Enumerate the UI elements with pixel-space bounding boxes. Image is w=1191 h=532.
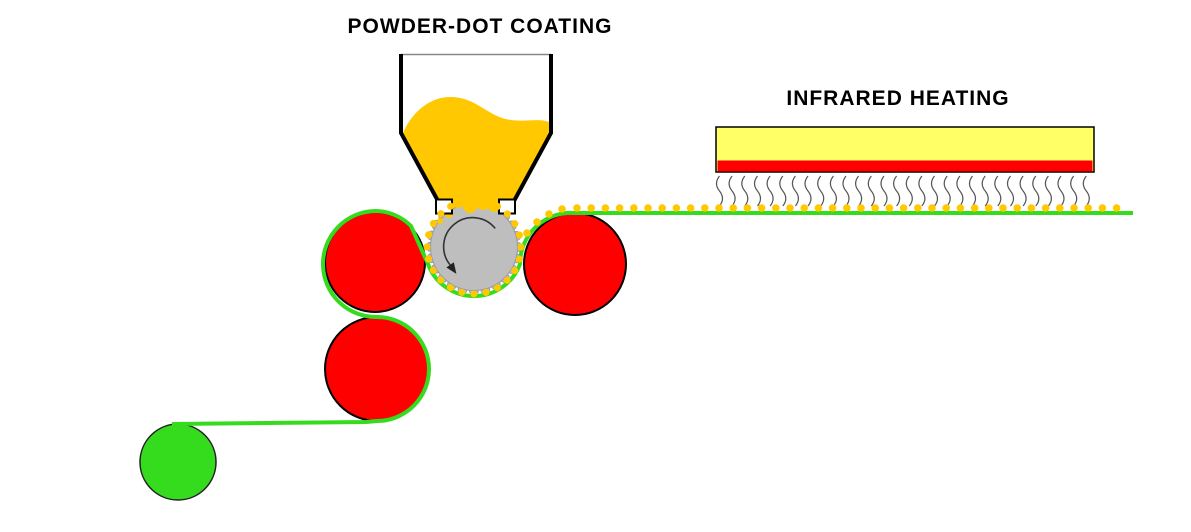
powder-dot xyxy=(523,229,531,237)
heat-wave-line xyxy=(867,175,875,207)
heat-wave-line xyxy=(1070,175,1078,207)
heat-wave-line xyxy=(779,175,787,207)
powder-dot xyxy=(970,204,979,212)
powder-dot xyxy=(1027,204,1036,212)
powder-dot xyxy=(857,204,865,212)
rotation-arrow-head xyxy=(446,262,457,274)
heat-wave-line xyxy=(918,175,926,207)
powder-dot xyxy=(899,204,908,212)
heat-wave-line xyxy=(1057,175,1065,207)
powder-dot xyxy=(999,204,1007,212)
powder-dot xyxy=(828,204,837,212)
powder-dot xyxy=(928,204,936,212)
heat-wave-line xyxy=(1044,175,1052,207)
hopper-right-wall xyxy=(512,54,553,202)
heat-wave-line xyxy=(880,175,888,207)
heat-wave-line xyxy=(829,175,837,207)
powder-dot xyxy=(1070,204,1078,212)
heat-wave-line xyxy=(715,175,724,207)
heat-wave-line xyxy=(968,175,977,207)
powder-dot xyxy=(1041,204,1050,212)
nip-roller-right xyxy=(523,212,627,316)
heat-wave-line xyxy=(728,175,736,207)
heat-wave-line xyxy=(842,175,850,207)
heat-wave-line xyxy=(943,175,951,207)
powder-dot xyxy=(814,204,823,212)
powder-dot xyxy=(885,204,894,212)
heat-wave-line xyxy=(804,175,812,207)
rotation-arrow xyxy=(442,216,496,266)
powder-dot xyxy=(956,204,965,212)
heat-wave-line xyxy=(981,175,989,207)
infrared-heater xyxy=(715,126,1095,173)
powder-dot xyxy=(644,204,652,212)
powder-dot xyxy=(630,204,638,212)
heating-station-label: INFRARED HEATING xyxy=(786,87,1009,110)
fabric-web xyxy=(171,209,1133,426)
hopper-left-wall xyxy=(399,54,440,202)
engraving-roller-powder-dots xyxy=(423,196,525,298)
engraving-roller xyxy=(425,198,523,296)
heat-wave-line xyxy=(817,175,825,207)
powder-dot xyxy=(843,204,851,212)
heat-wave-line xyxy=(956,175,964,207)
heat-wave-line xyxy=(994,175,1002,207)
powder-dot xyxy=(601,204,610,212)
heat-wave-line xyxy=(893,175,901,207)
coating-station-label: POWDER-DOT COATING xyxy=(348,15,613,38)
powder-dot xyxy=(701,204,709,212)
powder-dot xyxy=(573,204,581,212)
heater-emitter xyxy=(717,160,1093,172)
powder-dot xyxy=(985,204,993,212)
powder-dot xyxy=(871,204,879,212)
powder-dot xyxy=(757,204,766,212)
powder-hopper xyxy=(399,53,553,224)
powder-dot xyxy=(1098,204,1107,212)
heat-wave-line xyxy=(930,175,939,207)
powder-dot xyxy=(942,204,950,212)
powder-dot xyxy=(545,210,553,218)
powder-dot xyxy=(1084,204,1092,212)
heat-wave-line xyxy=(791,175,799,207)
powder-dot xyxy=(914,204,922,212)
powder-dot xyxy=(1112,204,1121,212)
heat-wave-line xyxy=(753,175,762,207)
heat-wave-line xyxy=(905,175,913,207)
heat-wave-line xyxy=(855,175,863,207)
powder-dot xyxy=(1056,204,1064,212)
powder-dot xyxy=(1013,204,1021,212)
heat-wave-line xyxy=(1032,175,1040,207)
powder-dot xyxy=(772,204,780,212)
heat-wave-line xyxy=(1019,175,1027,207)
powder-dot xyxy=(658,204,666,212)
powder-dot xyxy=(715,204,723,212)
powder-dot xyxy=(672,204,681,212)
heat-wave-line xyxy=(741,175,749,207)
powder-fill xyxy=(403,97,549,200)
unwind-roll xyxy=(139,423,217,501)
powder-dot xyxy=(743,204,752,212)
heat-wave-line xyxy=(766,175,774,207)
powder-dot xyxy=(533,218,541,226)
powder-dot xyxy=(686,204,695,212)
heat-wave-line xyxy=(1006,175,1015,207)
powder-dot xyxy=(729,204,737,212)
powder-dot xyxy=(587,204,595,212)
heat-waves xyxy=(715,175,1090,207)
web-powder-dots xyxy=(523,204,1121,237)
heat-wave-line xyxy=(1082,175,1090,207)
powder-dot xyxy=(615,204,624,212)
powder-dot xyxy=(800,204,808,212)
powder-dot xyxy=(558,205,566,213)
powder-dot xyxy=(786,204,794,212)
